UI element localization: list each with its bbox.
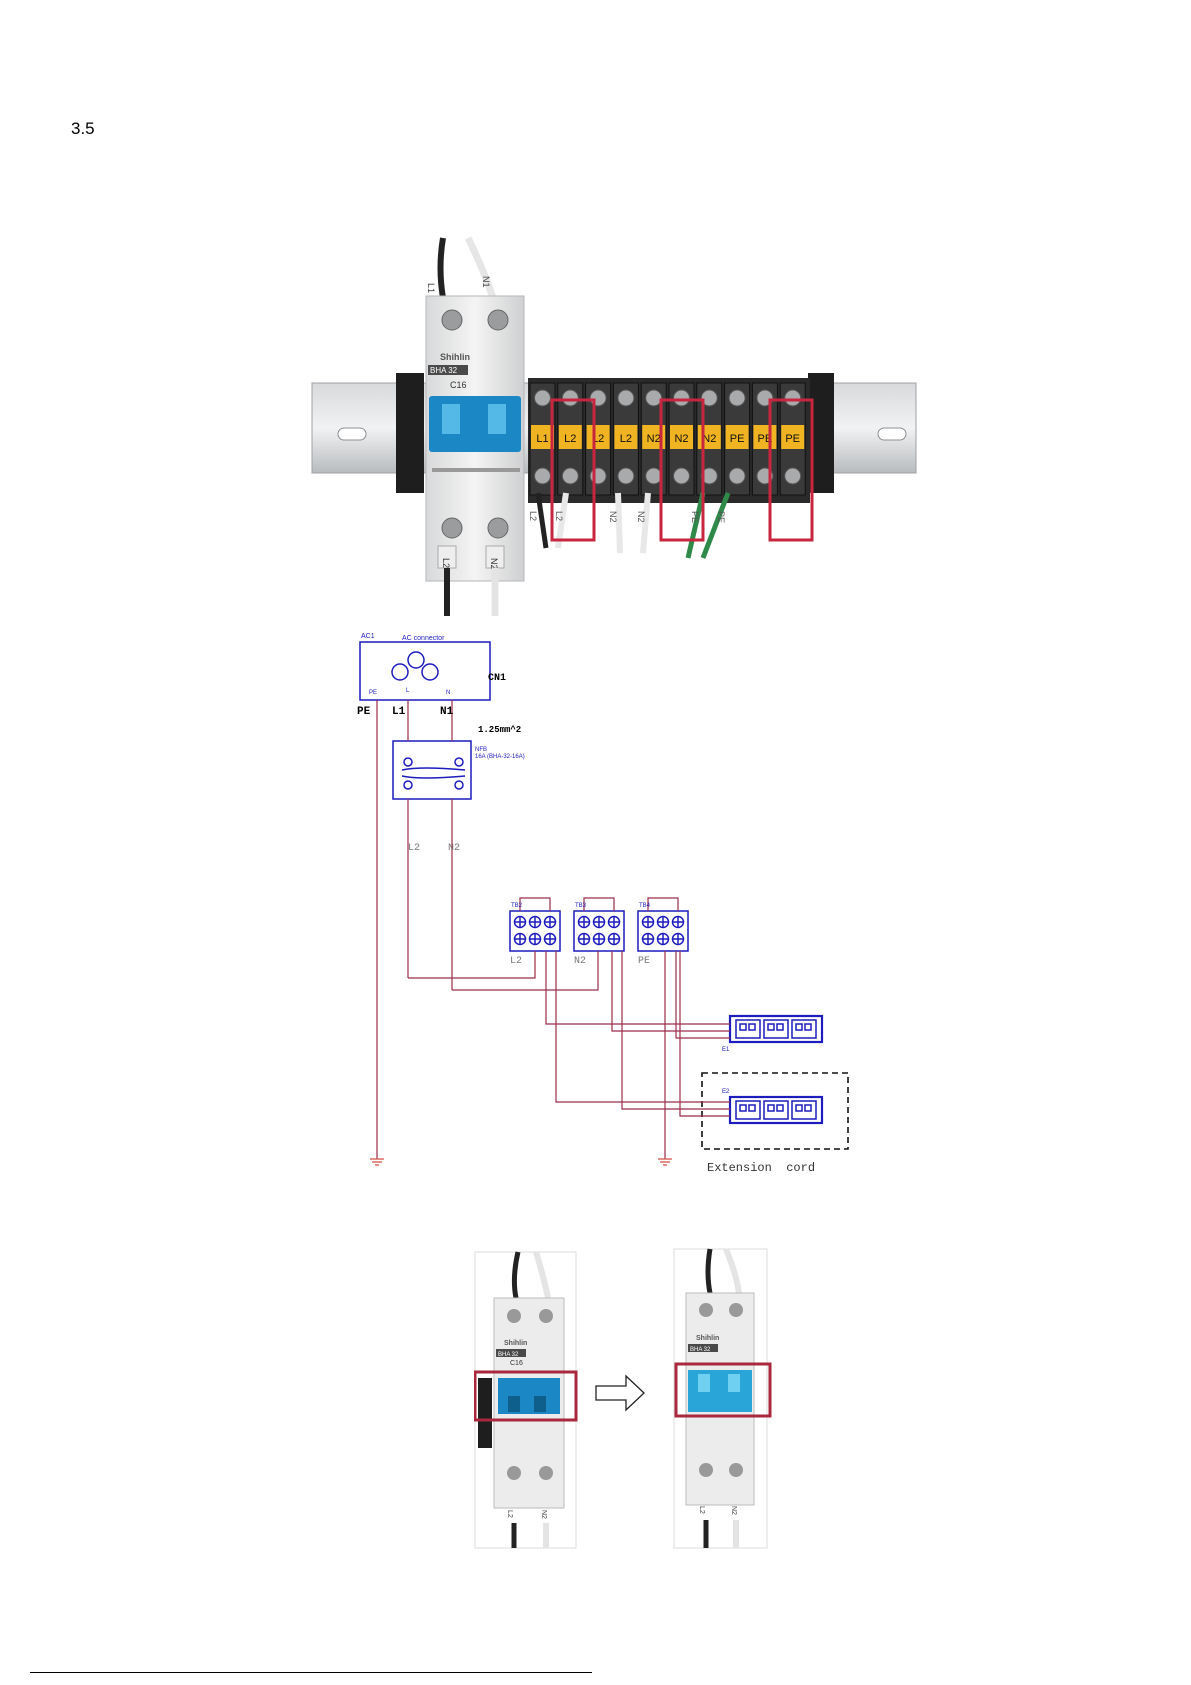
extension-cord-box [702, 1073, 848, 1149]
ground-symbol-right [658, 1159, 672, 1165]
on-brand: Shihlin [696, 1335, 719, 1342]
tb4-ref: TB4 [639, 903, 651, 909]
line-label-l1: L1 [392, 706, 406, 718]
outlet-e1-ref: E1 [722, 1047, 730, 1053]
ac-pin-pe: PE [369, 690, 377, 696]
nfb-rating: 16A (BHA-32-16A) [475, 754, 525, 760]
terminal-label: N2 [647, 433, 661, 445]
on-toggle [688, 1370, 752, 1412]
lower-wire-label-5: PE [690, 511, 700, 523]
tb3-label: N2 [574, 956, 586, 967]
off-bottom-label-2: N2 [540, 1510, 547, 1519]
tb2-ref: TB2 [511, 903, 523, 909]
footer-rule [30, 1672, 592, 1673]
off-bottom-label-1: L2 [506, 1510, 513, 1518]
breaker-brand: Shihlin [440, 352, 470, 362]
off-brand: Shihlin [504, 1340, 527, 1347]
breaker-off-photo: Shihlin BHA 32 C16 L2 N2 [475, 1252, 576, 1548]
breaker-rating: C16 [450, 380, 467, 390]
tb2-label: L2 [510, 956, 522, 967]
lower-wire-label-4: N2 [636, 511, 646, 523]
outlet-e2-ref: E2 [722, 1089, 730, 1095]
breaker-model: BHA 32 [430, 366, 458, 375]
terminal-label: PE [785, 433, 800, 445]
terminal-cell: L2 [613, 383, 638, 495]
top-wire-label-1: L1 [426, 283, 436, 293]
off-model: BHA 32 [498, 1352, 519, 1358]
wiring-schematic: AC1 AC connector PE L N CN1 PE L1 N1 1.2… [350, 628, 870, 1178]
on-model: BHA 32 [690, 1347, 711, 1353]
bottom-wire-label-2: N2 [489, 558, 499, 570]
lower-wire-label-1: L2 [528, 511, 538, 521]
nfb-ref: NFB [475, 747, 487, 753]
off-rating: C16 [510, 1360, 523, 1367]
switch-comparison: Shihlin BHA 32 C16 L2 N2 Shihlin BHA 32 … [474, 1248, 792, 1550]
wire-spec: 1.25mm^2 [478, 725, 521, 735]
tb4-label: PE [638, 956, 650, 967]
breaker-on-photo: Shihlin BHA 32 L2 N2 [674, 1249, 770, 1548]
circuit-breaker: Shihlin BHA 32 C16 L1 N1 [426, 276, 524, 581]
top-wire-label-2: N1 [481, 276, 491, 288]
lower-wire-label-6: PE [716, 511, 726, 523]
tb3-ref: TB3 [575, 903, 587, 909]
ac-pin-l: L [406, 688, 410, 694]
mid-label-n2: N2 [448, 843, 460, 854]
terminal-label: L2 [564, 433, 576, 445]
terminal-label: PE [730, 433, 745, 445]
line-label-pe: PE [357, 706, 371, 718]
ac-ref: AC1 [361, 633, 375, 640]
lower-wire-label-3: N2 [608, 511, 618, 523]
ac-pin-n: N [446, 690, 450, 696]
lower-wire-label-2: L2 [554, 511, 564, 521]
ac-title: AC connector [402, 635, 445, 642]
section-number: 3.5 [71, 119, 95, 139]
terminal-cell: PE [725, 383, 750, 495]
off-toggle [498, 1378, 560, 1414]
cn-ref: CN1 [488, 673, 506, 684]
mid-label-l2: L2 [408, 843, 420, 854]
extension-cord-label: Extension cord [707, 1161, 815, 1175]
schematic-wires [377, 700, 730, 1159]
terminal-label: N2 [674, 433, 688, 445]
ground-symbol-left [370, 1159, 384, 1165]
ac-connector [360, 642, 490, 700]
terminal-label: L2 [620, 433, 632, 445]
on-bottom-label-1: L2 [698, 1506, 705, 1514]
bottom-wire-label-1: L2 [441, 558, 451, 568]
on-bottom-label-2: N2 [730, 1506, 737, 1515]
line-label-n1: N1 [440, 706, 454, 718]
right-arrow-icon [596, 1376, 644, 1410]
terminal-label: L1 [536, 433, 548, 445]
